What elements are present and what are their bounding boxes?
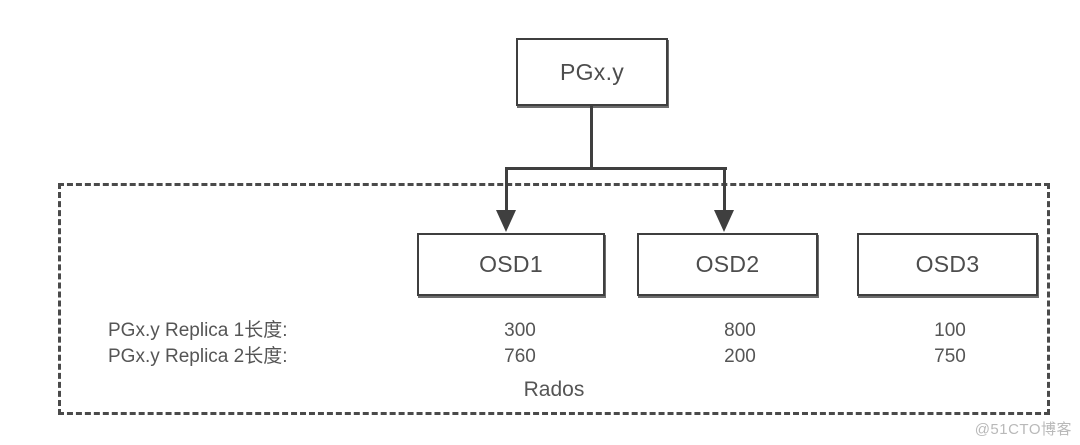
replica-1-label: PGx.y Replica 1长度: (108, 320, 288, 341)
arrowhead-down-icon-osd1 (496, 210, 516, 232)
rados-label: Rados (523, 378, 585, 401)
replica-1-osd2-value: 800 (724, 320, 756, 341)
watermark: @51CTO博客 (974, 421, 1072, 438)
node-osd3-label: OSD3 (915, 251, 980, 277)
replica-2-label: PGx.y Replica 2长度: (108, 346, 288, 367)
node-osd1[interactable]: OSD1 (417, 233, 605, 296)
node-pgxy-label: PGx.y (559, 58, 625, 85)
connector-drop-osd1 (505, 167, 508, 213)
replica-1-osd1-value: 300 (504, 320, 536, 341)
node-osd2-label: OSD2 (695, 251, 760, 277)
replica-1-osd3-value: 100 (934, 320, 966, 341)
replica-2-osd3-value: 750 (934, 346, 966, 367)
connector-drop-osd2 (723, 167, 726, 213)
connector-stem (590, 106, 593, 169)
node-osd1-label: OSD1 (479, 251, 543, 277)
replica-2-osd1-value: 760 (504, 346, 536, 367)
table-row: PGx.y Replica 1长度: 300 800 100 (58, 315, 1050, 341)
replica-2-osd2-value: 200 (724, 346, 756, 367)
arrowhead-down-icon-osd2 (714, 210, 734, 232)
node-osd3[interactable]: OSD3 (857, 233, 1038, 296)
node-osd2[interactable]: OSD2 (637, 233, 818, 296)
node-pgxy[interactable]: PGx.y (516, 38, 668, 106)
rados-container-boundary (58, 183, 1050, 415)
table-row: PGx.y Replica 2长度: 760 200 750 (58, 341, 1050, 367)
connector-bus (506, 167, 727, 170)
replica-length-table: PGx.y Replica 1长度: 300 800 100 PGx.y Rep… (58, 315, 1050, 367)
